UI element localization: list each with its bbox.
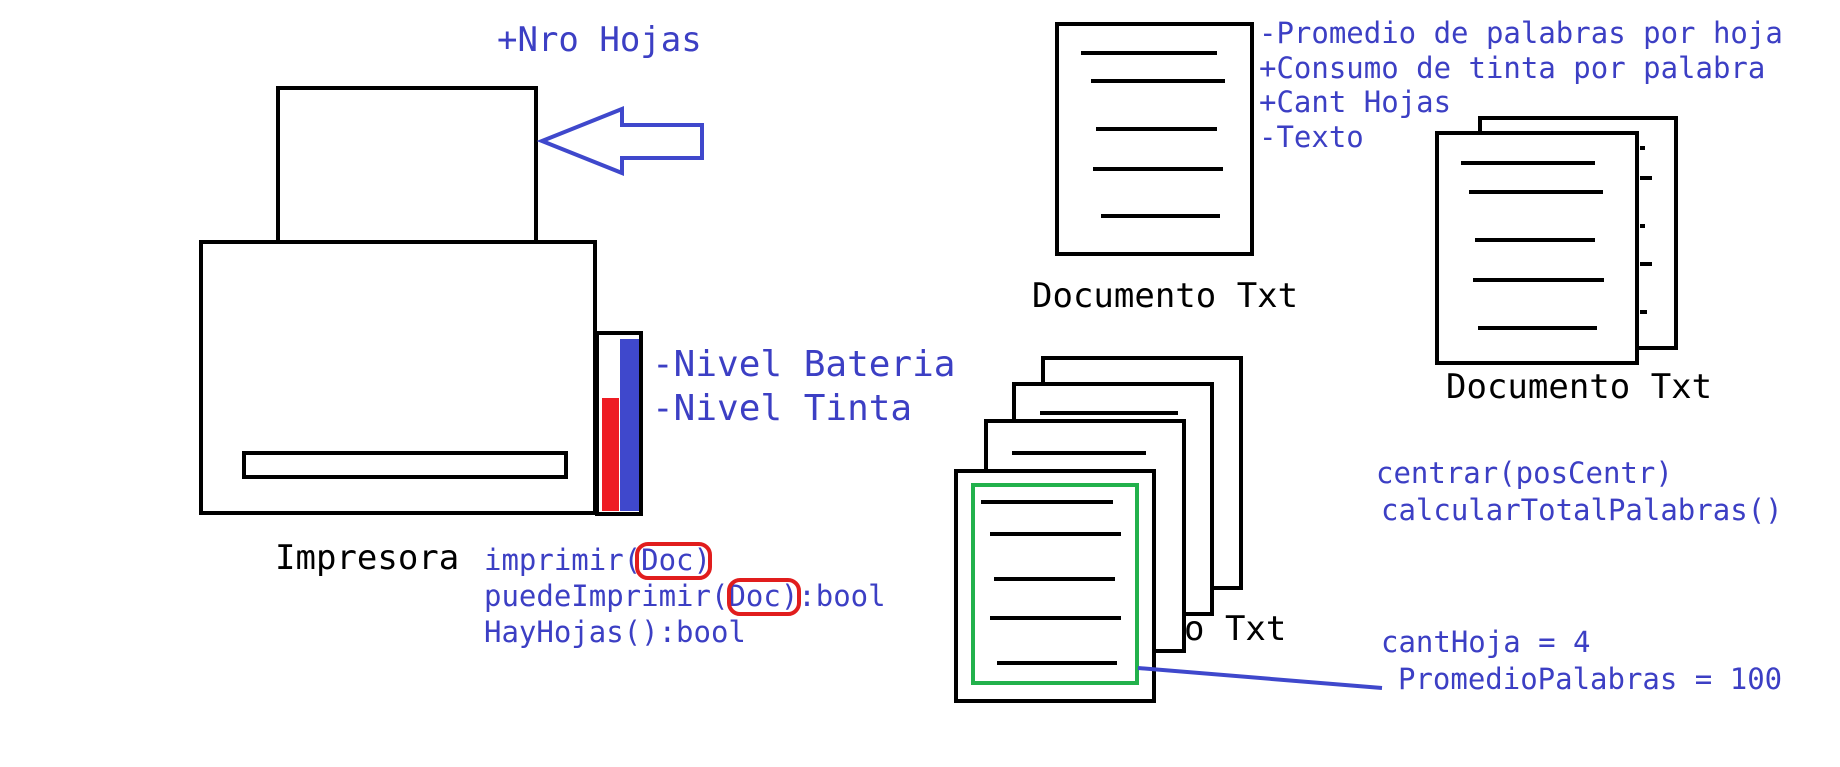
method-imprimir-arg: Doc (641, 543, 693, 577)
printer-paper-attribute: +Nro Hojas (497, 20, 702, 60)
method-calcular-total-palabras: calcularTotalPalabras() (1381, 493, 1783, 527)
document-attribute-cant-hojas: +Cant Hojas (1259, 85, 1451, 119)
document-attribute-consumo: +Consumo de tinta por palabra (1259, 51, 1765, 85)
method-puede-arg: Doc (728, 579, 780, 613)
method-centrar: centrar(posCentr) (1376, 456, 1673, 490)
connector-line (1137, 666, 1383, 690)
document-top-label: Documento Txt (1032, 276, 1298, 316)
paper-arrow-icon (536, 106, 704, 176)
printer-paper-tray (276, 86, 538, 244)
printer-attribute-battery: -Nivel Bateria (652, 344, 955, 385)
method-puede-name: puedeImprimir( (484, 579, 728, 613)
document-right-front-page (1435, 131, 1639, 365)
battery-level-bar (620, 339, 639, 511)
document-attribute-promedio: -Promedio de palabras por hoja (1259, 16, 1783, 50)
stack-page-1 (954, 469, 1156, 703)
method-imprimir-close: ) (694, 543, 711, 577)
value-cant-hoja: cantHoja = 4 (1381, 625, 1591, 659)
document-stack-front (954, 469, 1156, 703)
method-puede-imprimir: puedeImprimir(Doc):bool (484, 579, 886, 613)
document-stack-label: o Txt (1184, 609, 1286, 649)
highlight-doc-arg-1 (635, 542, 712, 580)
value-promedio-palabras: PromedioPalabras = 100 (1398, 662, 1782, 696)
document-attribute-texto: -Texto (1259, 120, 1364, 154)
printer (199, 86, 704, 516)
document-right-label: Documento Txt (1446, 367, 1712, 407)
selected-page-frame (971, 483, 1139, 685)
printer-label: Impresora (275, 538, 459, 578)
printer-attribute-ink: -Nivel Tinta (652, 388, 912, 429)
highlight-doc-arg-2 (727, 578, 801, 616)
document-top-page (1055, 22, 1254, 256)
method-imprimir: imprimir(Doc) (484, 543, 711, 577)
method-hay-hojas: HayHojas():bool (484, 615, 746, 649)
ink-level-bar (602, 398, 619, 511)
document-top (1055, 22, 1254, 256)
method-imprimir-name: imprimir( (484, 543, 641, 577)
document-right (1435, 116, 1678, 365)
printer-output-slot (242, 451, 568, 479)
